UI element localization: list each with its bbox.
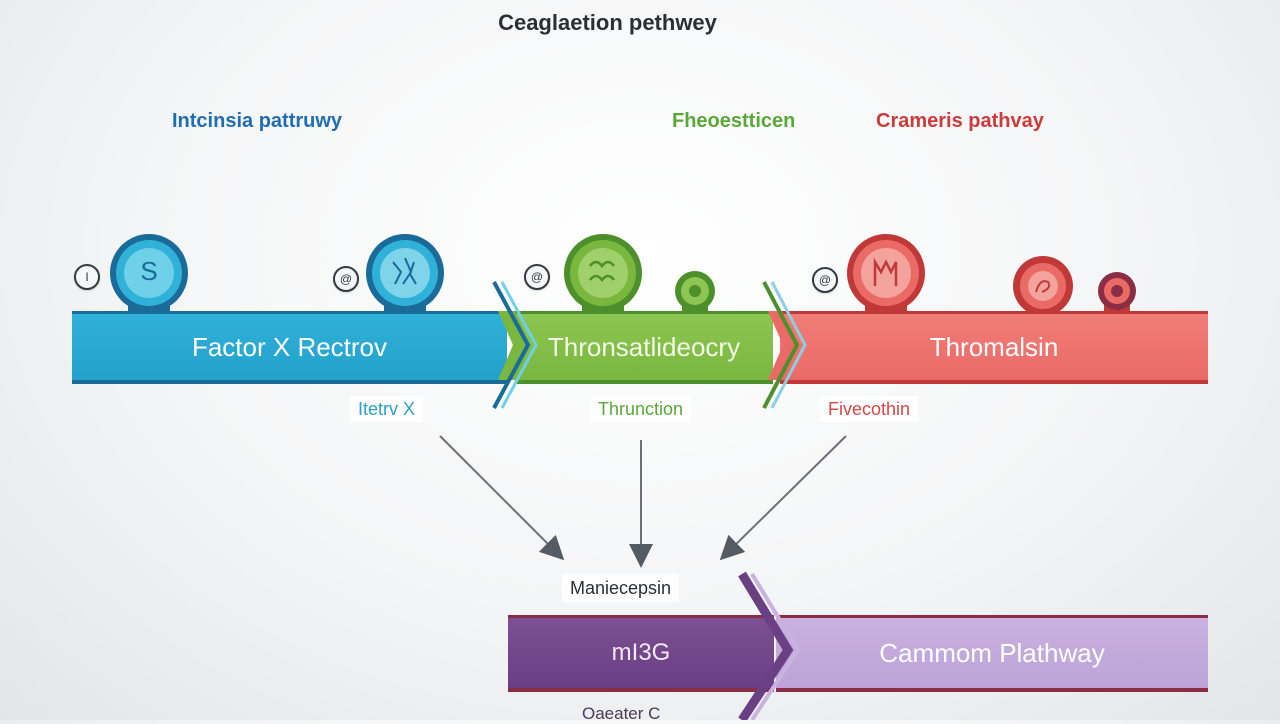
common-pathway-band: Cammom Plathway: [776, 615, 1208, 692]
info-marker-3: @: [524, 264, 550, 290]
purple-chevron: [738, 571, 801, 720]
fibrin-tag: Fivecothin: [820, 396, 919, 422]
transition-header: Fheoestticen: [672, 110, 796, 132]
bottom-label: Oaeater C: [582, 704, 661, 723]
diagram-title: Ceaglaetion pethwey: [498, 10, 717, 35]
red-node-2: [1013, 256, 1073, 316]
green-node-2: [675, 271, 715, 313]
transition-band: Thronsatlideocry: [515, 311, 773, 384]
blue-node-2: [366, 234, 444, 314]
arrow-right: [719, 435, 847, 561]
intrinsic-pathway-header: Intcinsia pattruwy: [172, 110, 343, 132]
common-pathway-left-band: mI3G: [508, 615, 774, 692]
green-red-chevron: [762, 281, 807, 409]
convergence-tag: Maniecepsin: [562, 574, 680, 602]
red-node-3: [1098, 272, 1136, 313]
blue-node-1: [110, 234, 188, 314]
thrombin-band: Thromalsin: [780, 311, 1208, 384]
factor-x-band: Factor X Rectrov: [72, 311, 507, 384]
red-node-1: [847, 234, 925, 314]
green-node-1: [564, 234, 642, 314]
arrow-left: [439, 435, 565, 561]
blue-node-glyph: S: [140, 256, 158, 286]
extrinsic-pathway-header: Crameris pathvay: [876, 110, 1044, 132]
factor-x-tag: Itetrv X: [350, 396, 424, 422]
blue-green-chevron: [492, 281, 538, 409]
thrombin-tag: Thrunction: [590, 396, 692, 422]
info-marker-1: I: [74, 264, 100, 290]
info-marker-4: @: [812, 267, 838, 293]
info-marker-2: @: [333, 266, 359, 292]
